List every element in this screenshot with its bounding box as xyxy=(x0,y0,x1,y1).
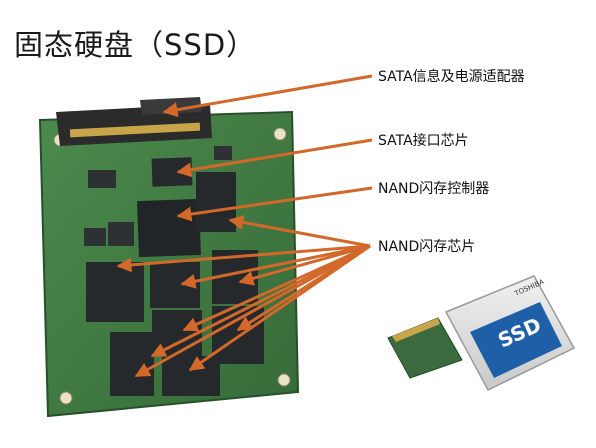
nand-chip xyxy=(196,172,236,232)
sata-connector xyxy=(56,97,212,146)
nand-chip xyxy=(110,332,154,396)
ssd-product-photo: TOSHIBA SSD xyxy=(387,275,576,391)
arrow-nand-chip xyxy=(238,244,371,286)
nand-controller-chip xyxy=(137,198,201,258)
label-nand-controller: NAND闪存控制器 xyxy=(378,181,490,197)
arrow-nand-chip xyxy=(188,244,371,372)
callout-arrows xyxy=(116,74,373,378)
arrow-nand-chip xyxy=(134,244,371,378)
nand-chip xyxy=(150,262,200,308)
nand-chip xyxy=(162,356,220,396)
label-sata-port: SATA信息及电源适配器 xyxy=(378,69,525,85)
label-sata-chip: SATA接口芯片 xyxy=(378,133,469,149)
small-component xyxy=(214,146,232,160)
arrow-sata-chip xyxy=(176,138,373,178)
arrow-nand-chip xyxy=(116,244,371,273)
small-component xyxy=(88,170,116,188)
small-component xyxy=(108,222,134,246)
nand-chip xyxy=(212,306,264,364)
label-nand-chips: NAND闪存芯片 xyxy=(378,239,476,255)
arrow-nand-chip xyxy=(180,244,371,289)
arrow-nand-chip xyxy=(228,215,371,248)
arrow-sata-port xyxy=(162,74,373,118)
page-title: 固态硬盘（SSD） xyxy=(14,28,257,62)
small-component xyxy=(84,228,106,246)
arrow-nand-controller xyxy=(176,186,373,222)
arrow-nand-chip xyxy=(150,244,371,358)
nand-chip xyxy=(86,262,144,322)
